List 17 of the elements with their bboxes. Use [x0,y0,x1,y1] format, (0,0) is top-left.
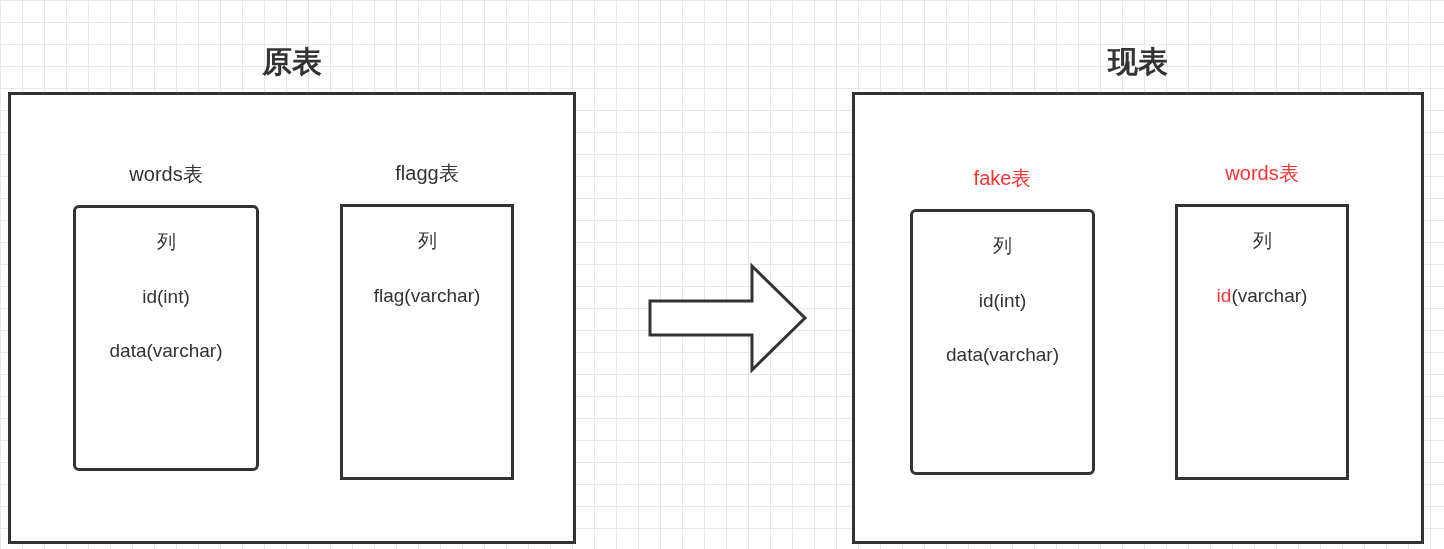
column-name: 列 [417,229,437,253]
table-title: flagg表 [395,161,459,186]
column-name: id(int) [978,288,1027,313]
column-name: flag(varchar) [373,283,481,308]
column-name: 列 [1252,229,1272,253]
column-name: id(varchar) [1216,283,1308,308]
table-title: words表 [1225,161,1299,186]
table-title: words表 [129,162,203,187]
table-group-title: 现表 [1108,43,1168,80]
column-name: 列 [993,234,1012,258]
column-name: data(varchar) [946,343,1059,367]
block-arrow [648,262,808,374]
table-group-title: 原表 [262,43,322,80]
column-name: data(varchar) [109,339,223,363]
column-name: id(int) [142,284,190,309]
table-title: fake表 [973,166,1032,191]
column-name: 列 [156,230,176,254]
